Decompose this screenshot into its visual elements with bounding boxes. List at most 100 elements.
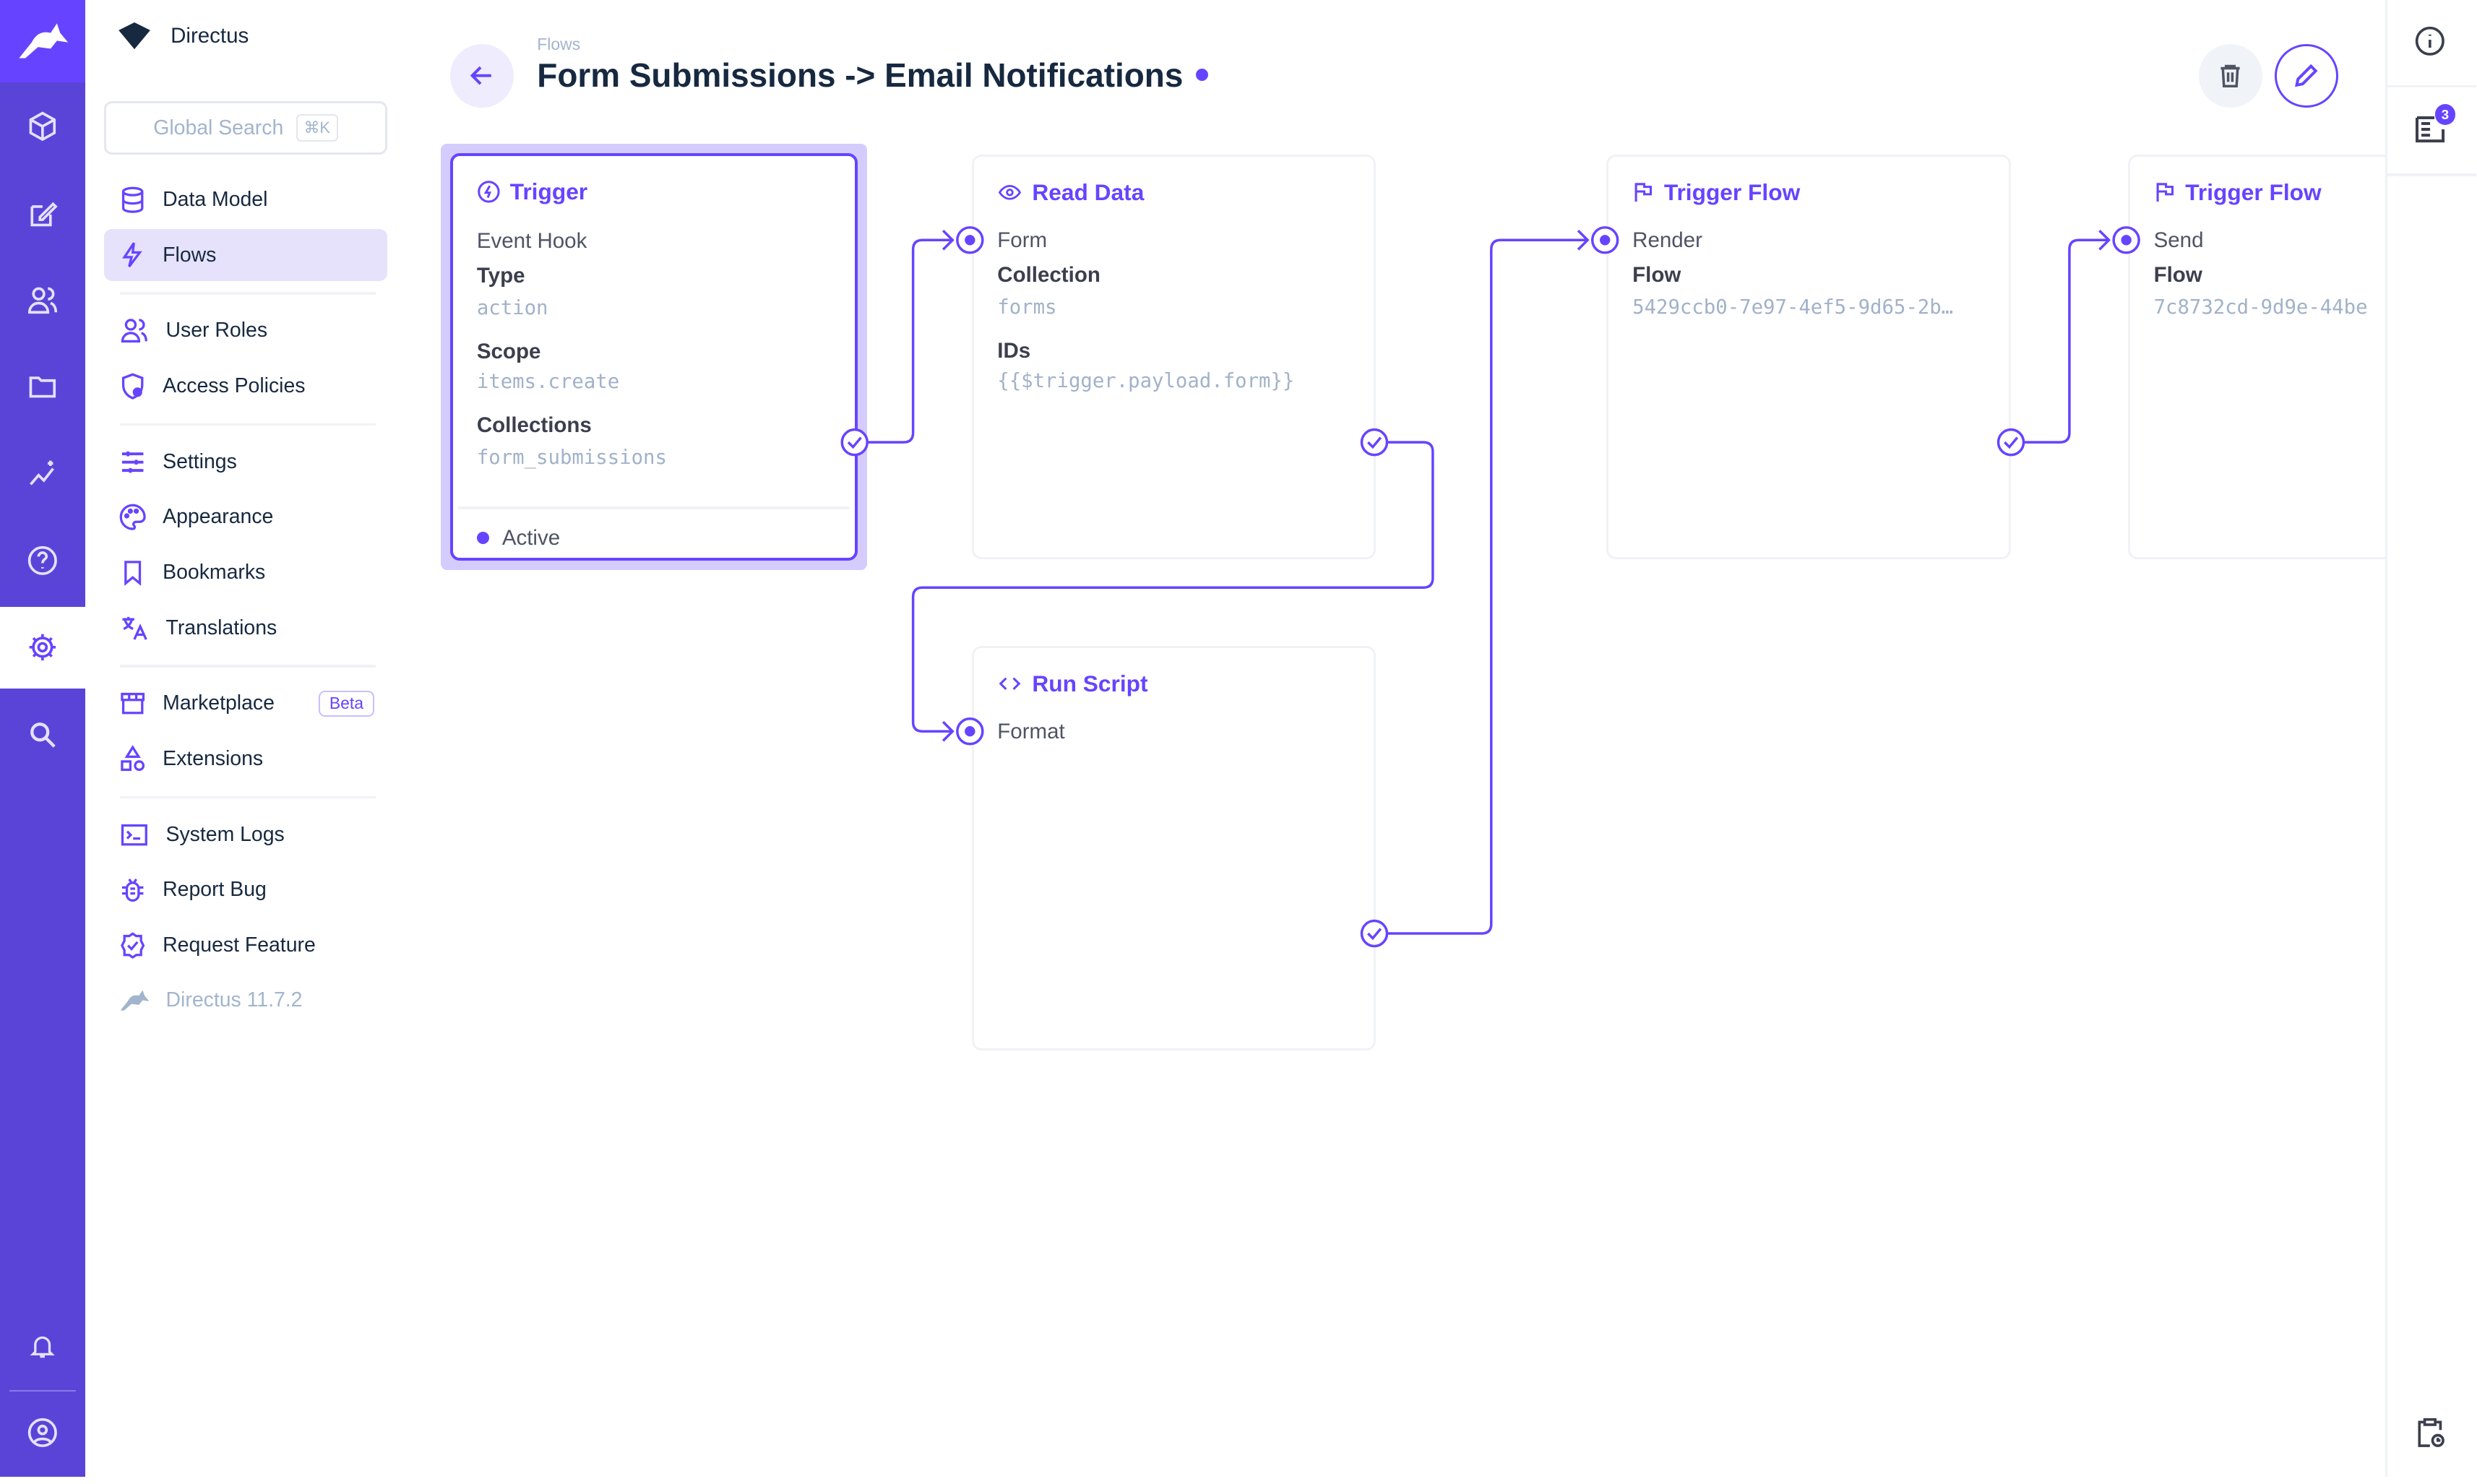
sidebar-item-label: System Logs <box>165 822 285 846</box>
directus-logo[interactable] <box>0 0 86 82</box>
sidebar-item-flows[interactable]: Flows <box>104 228 387 282</box>
files-module-icon[interactable] <box>0 346 85 428</box>
sidebar-item-request-feature[interactable]: Request Feature <box>104 919 387 971</box>
users-module-icon[interactable] <box>0 259 85 342</box>
database-icon <box>121 186 144 213</box>
trigger-flow-send-panel[interactable]: Trigger Flow Send Flow 7c8732cd-9d9e-44b… <box>2127 155 2386 559</box>
verified-icon <box>121 932 145 959</box>
palette-icon <box>119 504 146 531</box>
connector-read-script <box>911 441 1434 733</box>
connector-script-render <box>1387 238 1588 935</box>
sidebar-item-label: Data Model <box>163 188 268 212</box>
sidebar-item-label: Settings <box>163 449 237 473</box>
connector-trigger-read <box>866 238 953 444</box>
users-icon <box>121 319 147 343</box>
search-icon[interactable] <box>0 694 85 776</box>
divider <box>457 506 850 509</box>
content-module-icon[interactable] <box>0 85 85 168</box>
sidebar-item-label: Extensions <box>163 746 264 770</box>
connector-render-send <box>2022 238 2109 444</box>
trigger-status[interactable]: Active <box>476 525 561 551</box>
rail-divider <box>9 1389 76 1392</box>
shield-icon <box>121 373 144 400</box>
pencil-icon <box>2295 64 2318 87</box>
collections-label: Collections <box>476 413 592 438</box>
sidebar-item-translations[interactable]: Translations <box>104 602 387 654</box>
edit-button[interactable] <box>2275 44 2338 108</box>
global-search-input[interactable]: Global Search⌘K <box>104 100 387 155</box>
status-dot <box>476 531 490 545</box>
sidebar-item-bookmarks[interactable]: Bookmarks <box>104 546 387 598</box>
project-name: Directus <box>171 24 249 48</box>
bell-icon[interactable] <box>0 1305 85 1387</box>
collections-value: form_submissions <box>476 447 667 470</box>
operation-name: Format <box>997 719 1065 743</box>
back-button[interactable] <box>450 44 514 108</box>
delete-button[interactable] <box>2199 44 2262 108</box>
flow-label: Flow <box>1632 262 1681 287</box>
right-sidebar: 3 <box>2385 0 2476 1477</box>
flow-value: 5429ccb0-7e97-4ef5-9d65-2b… <box>1632 295 1954 319</box>
sidebar-item-label: User Roles <box>165 319 268 342</box>
collection-label: Collection <box>997 262 1100 287</box>
sidebar-item-user-roles[interactable]: User Roles <box>104 305 387 357</box>
trigger-name: Event Hook <box>476 228 587 253</box>
sidebar-item-access-policies[interactable]: Access Policies <box>104 360 387 412</box>
divider <box>120 795 376 799</box>
trigger-flow-title: Trigger Flow <box>1632 179 1800 206</box>
run-script-panel[interactable]: Run Script Format <box>971 646 1377 1051</box>
sidebar-item-system-logs[interactable]: System Logs <box>104 808 387 860</box>
user-avatar-icon[interactable] <box>0 1392 85 1474</box>
operation-name: Form <box>997 228 1048 252</box>
flag-icon <box>2156 183 2174 202</box>
beta-badge: Beta <box>318 691 375 717</box>
trigger-flow-title: Trigger Flow <box>2154 179 2322 206</box>
connector-arrowheads <box>942 229 2111 742</box>
arrow-left-icon <box>470 66 491 85</box>
project-brand: Directus <box>117 22 249 51</box>
type-label: Type <box>476 263 525 288</box>
status-dot <box>1195 68 1209 82</box>
directus-version[interactable]: Directus 11.7.2 <box>104 975 387 1027</box>
sidebar-item-label: Request Feature <box>163 933 316 957</box>
status-text: Active <box>501 525 561 550</box>
flag-icon <box>1634 183 1653 202</box>
panel-title-text: Trigger Flow <box>2185 178 2322 205</box>
insights-module-icon[interactable] <box>0 433 85 515</box>
sidebar-item-report-bug[interactable]: Report Bug <box>104 864 387 916</box>
project-logo-icon <box>118 22 150 49</box>
trigger-panel[interactable]: Trigger Event Hook Type action Scope ite… <box>450 153 858 561</box>
read-data-panel[interactable]: Read Data Form Collection forms IDs {{$t… <box>971 155 1377 559</box>
info-icon[interactable] <box>2410 20 2451 61</box>
help-module-icon[interactable] <box>0 519 85 602</box>
divider <box>2387 85 2476 88</box>
bolt-circle-icon <box>478 180 500 203</box>
shapes-icon <box>121 744 145 771</box>
page-title: Form Submissions -> Email Notifications <box>537 56 1184 94</box>
sidebar-item-data-model[interactable]: Data Model <box>104 173 387 225</box>
sidebar-item-appearance[interactable]: Appearance <box>104 491 387 543</box>
clipboard-icon[interactable] <box>2414 1417 2446 1455</box>
trigger-flow-render-panel[interactable]: Trigger Flow Render Flow 5429ccb0-7e97-4… <box>1606 155 2012 559</box>
bug-icon <box>121 879 144 902</box>
revisions-icon[interactable]: 3 <box>2413 104 2456 145</box>
collection-value: forms <box>997 295 1057 319</box>
rabbit-icon <box>120 990 150 1011</box>
scope-value: items.create <box>476 371 620 394</box>
divider <box>120 423 376 426</box>
run-script-title: Run Script <box>997 670 1148 697</box>
bookmark-icon <box>124 561 142 586</box>
sidebar-item-settings[interactable]: Settings <box>104 436 387 488</box>
panel-title-text: Read Data <box>1032 178 1145 205</box>
breadcrumb[interactable]: Flows <box>537 35 581 54</box>
eye-icon <box>999 185 1022 200</box>
sidebar-item-extensions[interactable]: Extensions <box>104 733 387 785</box>
settings-sidebar: Directus Global Search⌘K Data Model Flow… <box>85 0 414 1477</box>
sidebar-item-label: Directus 11.7.2 <box>165 988 303 1012</box>
flow-connections <box>866 229 2111 935</box>
edit-module-icon[interactable] <box>0 173 85 256</box>
sidebar-item-label: Report Bug <box>163 878 267 902</box>
settings-module-icon[interactable] <box>0 606 86 689</box>
sidebar-item-label: Bookmarks <box>163 560 266 584</box>
